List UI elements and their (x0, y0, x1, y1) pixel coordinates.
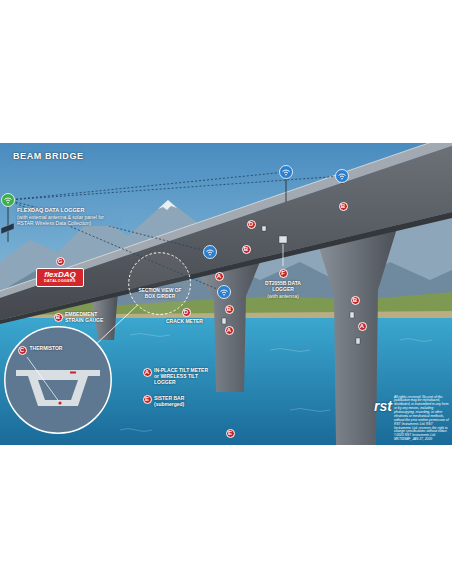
section-circle (129, 253, 191, 315)
copyright-note: All rights reserved. No part of this pub… (394, 396, 449, 443)
wifi-icon (280, 166, 293, 179)
node-text: SECTION VIEW OF BOX GIRDER (135, 288, 185, 300)
callout-letter: E (226, 429, 235, 438)
callout-letter: B (242, 245, 251, 254)
leader-line (283, 244, 284, 266)
callout-letter: D (182, 308, 191, 317)
solar-panel (1, 223, 14, 234)
water-ripples (120, 334, 432, 432)
node-outline (128, 252, 191, 315)
inset-circle (5, 327, 111, 433)
logo-badge: flexDAQDATALOGGERS (36, 268, 84, 287)
section-view-circle: SECTION VIEW OF BOX GIRDER (128, 252, 191, 315)
callout-letter: A (358, 322, 367, 331)
callout-letter: F (279, 269, 288, 278)
node-text: flexDAQ (44, 271, 76, 280)
brand-logo: rst (374, 399, 392, 413)
deck-underside (0, 212, 452, 324)
node-outline (4, 326, 112, 434)
wifi-icon (336, 170, 349, 183)
callout-letter: D (247, 220, 256, 229)
part-label: SISTER BAR (submerged) (154, 395, 204, 407)
part-label: CRACK METER (166, 318, 210, 324)
sensor-boxes (222, 226, 360, 344)
node-text: DATALOGGERS (44, 280, 76, 284)
callout-letter: G (56, 257, 65, 266)
section-inset: THERMISTOR (4, 326, 112, 434)
deck-rail (0, 143, 452, 291)
callout-letter: B (351, 296, 360, 305)
callout-letter: A (225, 326, 234, 335)
diagram-title: BEAM BRIDGE (13, 151, 84, 161)
box-girder-section (16, 357, 100, 406)
part-label: FLEXDAQ DATA LOGGER (16, 207, 85, 214)
wifi-icon (204, 246, 217, 259)
wifi-icon (2, 194, 15, 207)
part-label: (with antenna) (256, 293, 310, 299)
pier (318, 225, 398, 445)
callout-letter: A (215, 272, 224, 281)
callout-letter: B (225, 305, 234, 314)
callout-letter: A (143, 368, 152, 377)
callout-letter: B (54, 313, 63, 322)
part-label: DT2055B DATA LOGGER (261, 280, 305, 292)
callout-letter: E (143, 395, 152, 404)
wifi-icon (218, 286, 231, 299)
part-label: (with external antenna & solar panel for… (16, 214, 122, 226)
callout-letter: C (18, 346, 27, 355)
connector-line (97, 306, 137, 343)
part-label: EMBEDMENT STRAIN GAUGE (65, 311, 107, 323)
antenna-poles (8, 178, 342, 242)
part-label: IN-PLACE TILT METER or WIRELESS TILT LOG… (154, 367, 214, 385)
callout-letter: B (339, 202, 348, 211)
node-text: THERMISTOR (30, 345, 63, 351)
